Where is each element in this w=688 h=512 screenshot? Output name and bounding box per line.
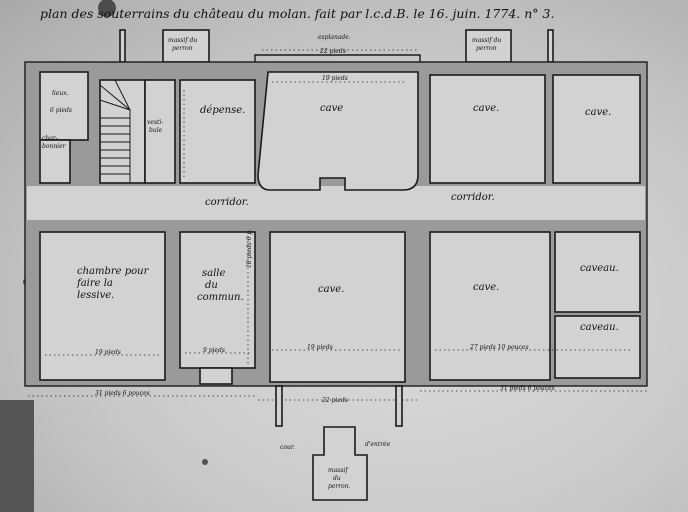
room-vestibule-2: bule <box>149 127 163 134</box>
massif-perron-bottom <box>312 426 368 501</box>
border-pattern <box>0 400 34 512</box>
room-chambre-2: faire la <box>76 278 113 289</box>
room-cave-top-1: cave <box>320 103 343 114</box>
massif-perron-right <box>465 29 512 63</box>
room-cave-top-2: cave. <box>473 103 499 114</box>
chambre-dimension: 19 pieds <box>95 349 121 356</box>
salle-height-dimension: 18 pieds 6 p. <box>246 229 253 268</box>
top-pillar-right <box>547 29 554 63</box>
cave-top-dimension: 19 pieds <box>322 75 348 82</box>
massif-bottom-label-2: du <box>333 475 341 482</box>
room-chambre-3: lessive. <box>77 290 114 301</box>
room-charbonnier-2: bonnier <box>42 143 67 150</box>
room-salle-2: du <box>205 280 218 291</box>
esplanade-dimension: 22 pieds <box>319 48 346 55</box>
room-caveau-2: caveau. <box>580 322 619 333</box>
bottom-mid-dimension: 22 pieds <box>321 397 348 404</box>
room-depense: dépense. <box>200 105 245 116</box>
room-cave-bottom-2: cave. <box>473 282 499 293</box>
cave-dimension: 19 pieds <box>307 344 333 351</box>
salle-dimension: 9 pieds <box>203 347 225 354</box>
massif-bottom-label-3: perron. <box>328 483 351 490</box>
esplanade-label: esplanade. <box>318 34 351 41</box>
bottom-left-dimension: 31 pieds 6 pouces <box>95 390 150 397</box>
lieux-dimension: 6 pieds <box>50 107 72 114</box>
room-salle-3: commun. <box>197 292 244 303</box>
massif-bottom-label: massif <box>328 467 349 474</box>
gate-pillar-left <box>275 385 283 427</box>
staircase <box>99 79 131 183</box>
massif-right-label-2: perron <box>476 45 497 52</box>
dimension-lines <box>28 49 648 401</box>
room-charbonnier: char- <box>42 135 58 142</box>
corridor <box>27 186 645 220</box>
room-cave-top-3: cave. <box>585 107 611 118</box>
cour-label: cour. <box>280 444 295 451</box>
corridor-label-left: corridor. <box>205 197 249 208</box>
room-chambre: chambre pour <box>77 266 150 277</box>
room-cave-bottom-1: cave. <box>318 284 344 295</box>
corridor-label-right: corridor. <box>451 192 495 203</box>
cave-right-dimension: 27 pieds 10 pouces <box>469 344 529 351</box>
massif-left-label-2: perron <box>172 45 193 52</box>
room-vestibule: vesti- <box>147 119 163 126</box>
room-lieux: lieux. <box>52 90 69 97</box>
entree-label: d'entrée <box>365 441 391 448</box>
plan-title: plan des souterrains du château du molan… <box>40 6 554 21</box>
room-salle: salle <box>202 268 225 279</box>
room-caveau-1: caveau. <box>580 263 619 274</box>
massif-right-label: massif du <box>472 37 501 44</box>
massif-left-label: massif du <box>168 37 197 44</box>
top-pillar-left <box>119 29 126 63</box>
bottom-right-dimension: 31 pieds 6 pouces <box>500 385 555 392</box>
top-rooms <box>39 71 641 191</box>
bottom-rooms <box>39 231 641 385</box>
massif-perron-left <box>162 29 210 63</box>
gate-pillar-right <box>395 385 403 427</box>
